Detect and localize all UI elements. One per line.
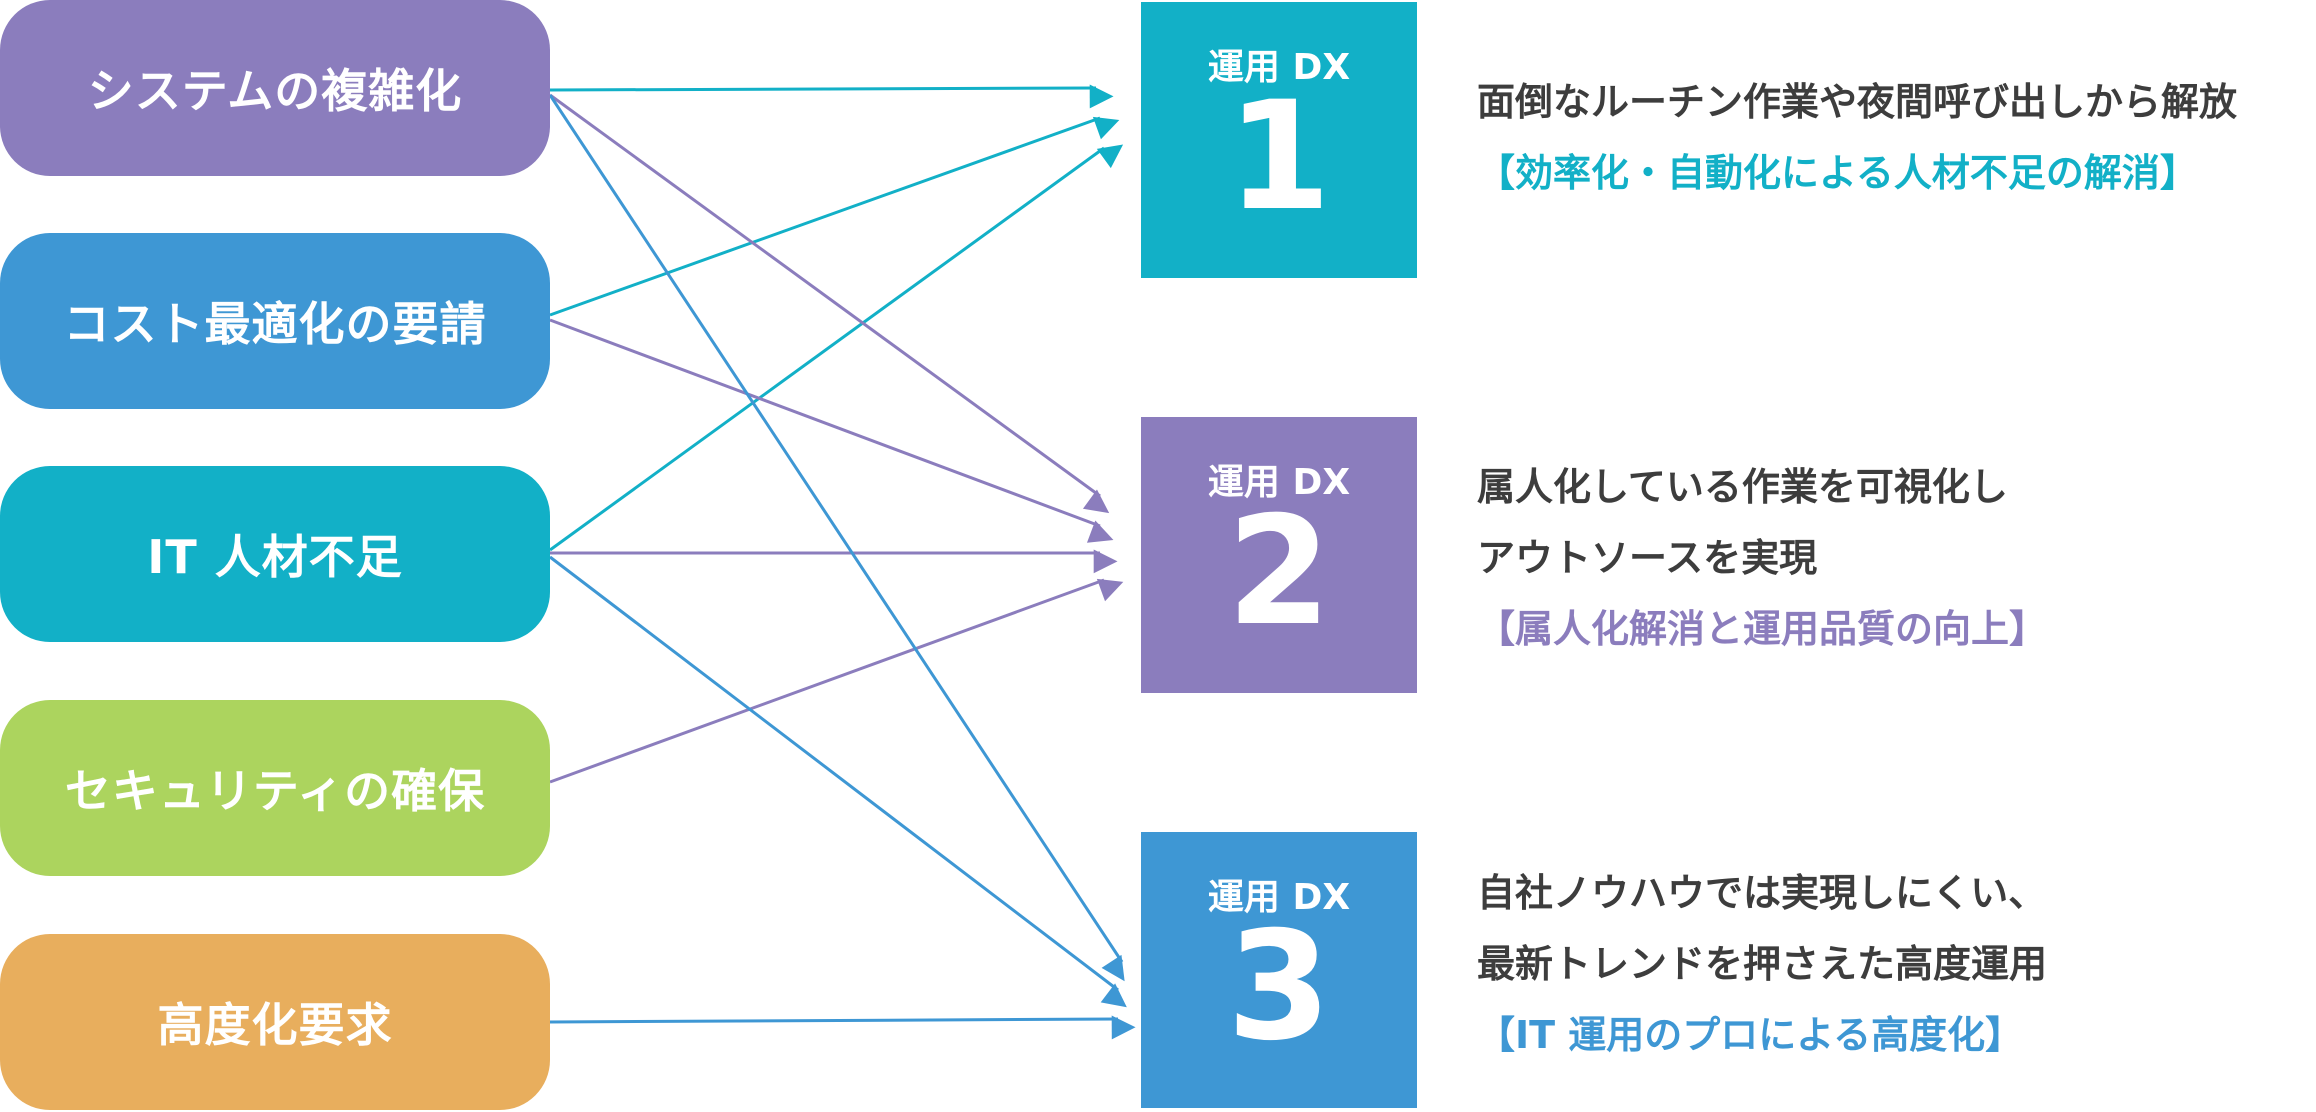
description-line: 面倒なルーチン作業や夜間呼び出しから解放 xyxy=(1477,80,2238,124)
description-line: アウトソースを実現 xyxy=(1477,536,1818,580)
dx-number: 3 xyxy=(1226,900,1332,1074)
arrow-complexity-to-dx2 xyxy=(549,93,1110,514)
description-highlight: 【効率化・自動化による人材不足の解消】 xyxy=(1477,151,2198,195)
arrow-complexity-to-dx3 xyxy=(548,94,1125,982)
cause-label: セキュリティの確保 xyxy=(64,764,486,818)
arrow-advanced-to-dx3 xyxy=(549,1015,1136,1040)
dx-number: 2 xyxy=(1226,485,1332,659)
arrow-cost-to-dx2 xyxy=(549,318,1114,543)
dx-box-2: 運用 DX 2 xyxy=(1141,417,1417,693)
arrow-security-to-dx2 xyxy=(549,578,1124,784)
dx-description-2: 属人化している作業を可視化し アウトソースを実現 【属人化解消と運用品質の向上】 xyxy=(1477,452,2047,665)
dx-label: 運用 DX xyxy=(1207,47,1351,88)
dx-description-1: 面倒なルーチン作業や夜間呼び出しから解放 【効率化・自動化による人材不足の解消】 xyxy=(1477,67,2237,209)
dx-box-3: 運用 DX 3 xyxy=(1141,832,1417,1108)
description-highlight: 【IT 運用のプロによる高度化】 xyxy=(1477,1013,2024,1057)
cause-cost-optimization: コスト最適化の要請 xyxy=(0,233,550,409)
arrow-complexity-to-dx1 xyxy=(549,84,1114,109)
arrow-talent-to-dx1 xyxy=(549,144,1124,552)
cause-security: セキュリティの確保 xyxy=(0,700,550,876)
cause-advanced-demand: 高度化要求 xyxy=(0,934,550,1110)
description-line: 自社ノウハウでは実現しにくい、 xyxy=(1477,871,2047,915)
arrow-cost-to-dx1 xyxy=(549,116,1120,317)
arrow-talent-to-dx3 xyxy=(549,555,1127,1008)
cause-it-talent-shortage: IT 人材不足 xyxy=(0,466,550,642)
dx-description-3: 自社ノウハウでは実現しにくい、 最新トレンドを押さえた高度運用 【IT 運用のプ… xyxy=(1477,858,2047,1071)
cause-label: 高度化要求 xyxy=(157,998,393,1052)
description-line: 属人化している作業を可視化し xyxy=(1477,465,2008,509)
dx-label: 運用 DX xyxy=(1207,462,1351,503)
cause-label: コスト最適化の要請 xyxy=(63,297,487,351)
cause-label: IT 人材不足 xyxy=(147,530,403,584)
description-highlight: 【属人化解消と運用品質の向上】 xyxy=(1477,607,2048,651)
description-line: 最新トレンドを押さえた高度運用 xyxy=(1477,942,2048,986)
cause-label: システムの複雑化 xyxy=(87,64,463,118)
dx-number: 1 xyxy=(1226,70,1332,244)
dx-box-1: 運用 DX 1 xyxy=(1141,2,1417,278)
cause-system-complexity: システムの複雑化 xyxy=(0,0,550,176)
dx-label: 運用 DX xyxy=(1207,877,1351,918)
